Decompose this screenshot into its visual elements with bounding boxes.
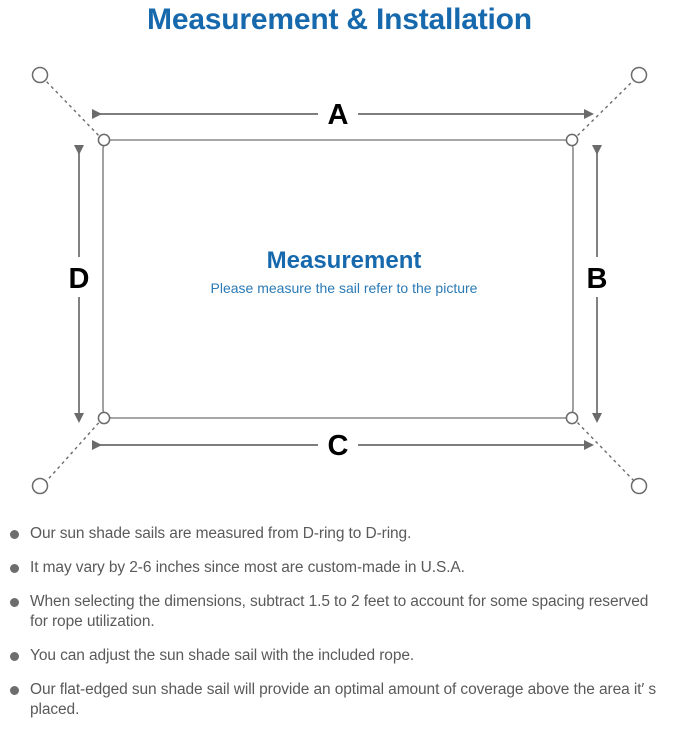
list-item-text: Our flat-edged sun shade sail will provi… — [30, 681, 657, 718]
bullet-icon — [10, 530, 19, 539]
d-ring-top-right — [565, 133, 579, 147]
list-item-text: You can adjust the sun shade sail with t… — [30, 647, 415, 664]
list-item: Our sun shade sails are measured from D-… — [0, 524, 679, 544]
rope-line-bottom-left — [42, 417, 104, 486]
measurement-diagram: A C D B Measurement Please measure the s… — [0, 44, 679, 522]
d-ring-top-left — [97, 133, 111, 147]
sail-shape — [102, 139, 574, 419]
bullet-icon — [10, 564, 19, 573]
anchor-point-top-left — [31, 66, 49, 84]
list-item-text: When selecting the dimensions, subtract … — [30, 593, 649, 630]
d-ring-bottom-left — [97, 411, 111, 425]
list-item: When selecting the dimensions, subtract … — [0, 592, 679, 632]
bullet-icon — [10, 686, 19, 695]
anchor-point-bottom-left — [31, 477, 49, 495]
dimension-label-c: C — [328, 430, 349, 462]
page-title: Measurement & Installation — [147, 3, 532, 36]
rope-line-bottom-right — [572, 417, 639, 486]
dimension-label-b: B — [587, 263, 608, 295]
list-item: You can adjust the sun shade sail with t… — [0, 646, 679, 666]
d-ring-bottom-right — [565, 411, 579, 425]
anchor-point-bottom-right — [630, 477, 648, 495]
notes-list: Our sun shade sails are measured from D-… — [0, 524, 679, 739]
list-item: Our flat-edged sun shade sail will provi… — [0, 680, 679, 720]
rope-line-top-left — [43, 78, 104, 141]
dimension-label-d: D — [69, 263, 90, 295]
list-item: It may vary by 2-6 inches since most are… — [0, 558, 679, 578]
sail-center-subtitle: Please measure the sail refer to the pic… — [211, 280, 478, 296]
anchor-point-top-right — [630, 66, 648, 84]
list-item-text: Our sun shade sails are measured from D-… — [30, 525, 412, 542]
bullet-icon — [10, 598, 19, 607]
sail-center-title: Measurement — [267, 247, 422, 274]
dimension-label-a: A — [328, 99, 349, 131]
list-item-text: It may vary by 2-6 inches since most are… — [30, 559, 465, 576]
bullet-icon — [10, 652, 19, 661]
rope-line-top-right — [572, 77, 637, 141]
